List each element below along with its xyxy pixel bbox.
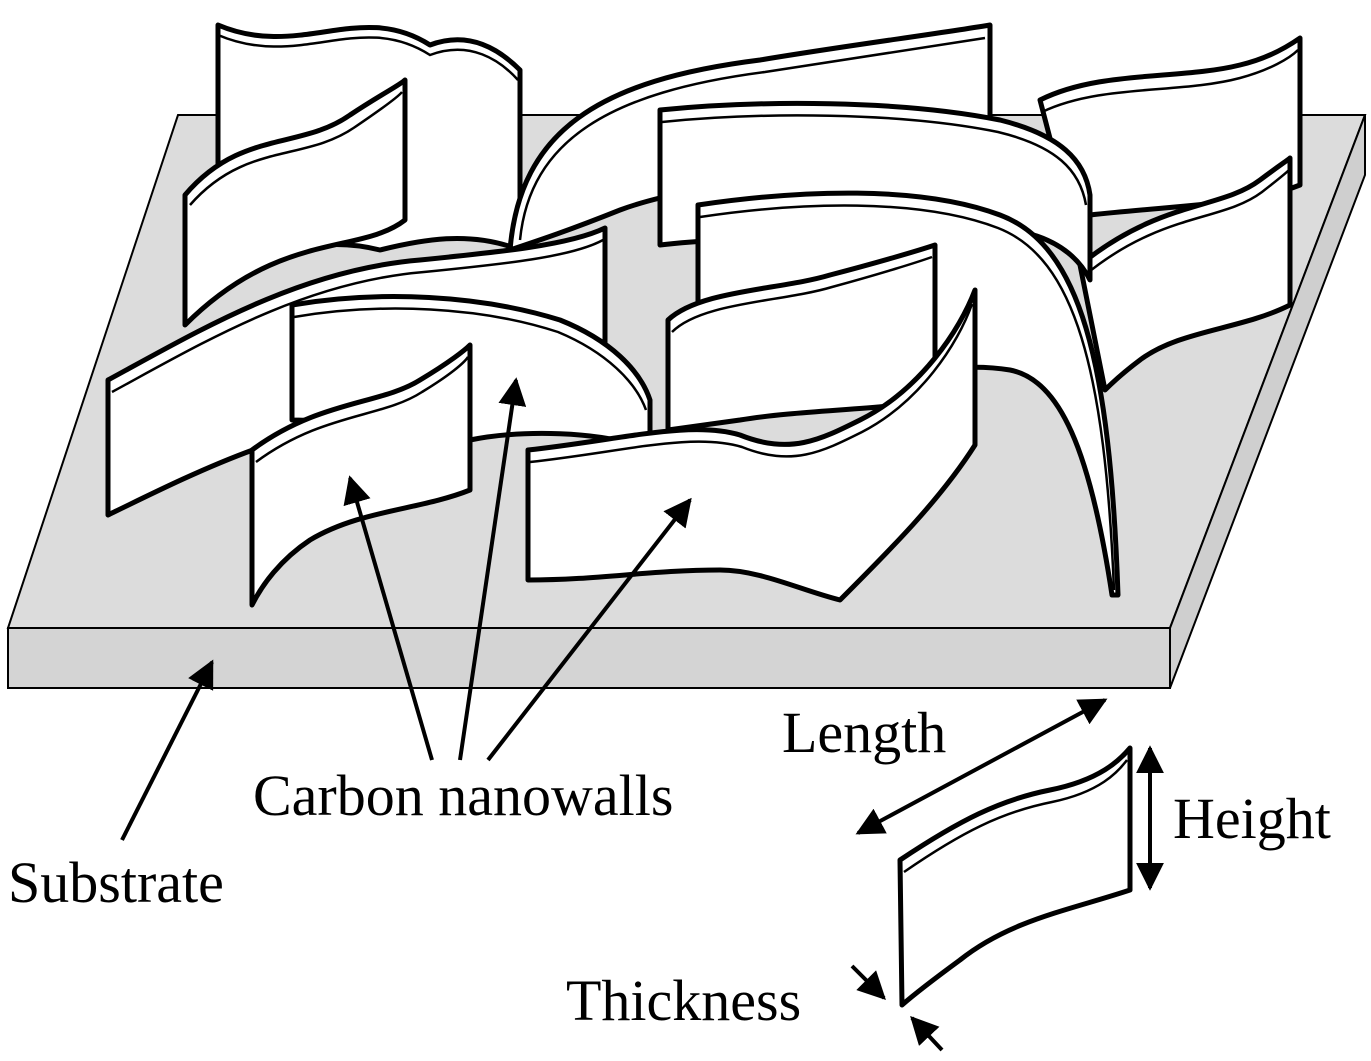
length-label: Length [782,700,946,765]
carbon-nanowalls-label: Carbon nanowalls [253,763,673,828]
nanowall [182,77,408,328]
nanowall [525,287,978,603]
substrate-label: Substrate [8,850,224,915]
thickness-arrow-bottom [910,1015,944,1052]
nanowall [249,342,473,608]
substrate-side-face [1169,114,1366,689]
nanowall [1077,155,1293,393]
nanowall-arrow-3 [486,497,692,762]
nanowall [1037,35,1303,218]
nanowalls-group [105,22,1303,608]
height-label: Height [1173,786,1331,851]
thickness-label: Thickness [566,968,801,1033]
length-arrow [855,698,1108,835]
nanowall-arrow-2 [458,377,527,761]
nanowall-arrow-1 [343,475,434,761]
thickness-arrow-top [850,964,886,1000]
pointer-arrows [120,377,692,841]
nanowall [665,242,938,433]
substrate-arrow [120,659,214,841]
substrate-front-face [7,627,1171,689]
dimension-inset [850,698,1164,1052]
